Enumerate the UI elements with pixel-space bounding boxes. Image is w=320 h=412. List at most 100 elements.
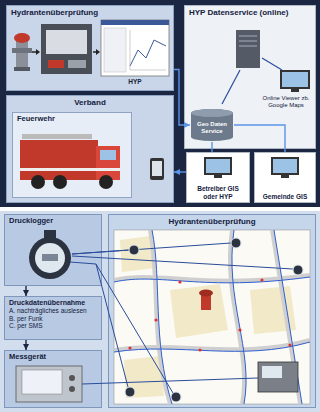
tablet-screen [152,161,162,176]
client-box: Betreiber GIS oder HYP [186,152,250,203]
viewer-stand [291,89,299,92]
connector [211,142,212,152]
flow-arrow [93,51,96,53]
map-device [258,362,298,392]
viewer-label: Online Viewer zb. Google Maps [256,95,316,109]
map-road [272,230,300,404]
computer-stand [214,175,222,178]
map-block [250,286,296,334]
server-slot [239,41,257,42]
truck-cab [96,146,120,180]
dark-panel [0,0,320,207]
window-list [104,28,126,72]
process-box: DruckdatenübernahmeA. nachträgliches aus… [4,296,102,340]
map-block [120,236,156,272]
connector [174,171,186,172]
group-box: Feuerwehr [12,112,132,198]
server-tower [236,30,260,68]
truck-body [20,140,98,180]
connector [234,125,285,152]
database-top [191,109,233,117]
logger-cap [44,230,56,238]
hydrant-body [16,40,28,68]
map-device-screen [262,366,282,378]
hydrant-dot [178,280,181,283]
hydrant-dot [198,348,201,351]
database-body [191,109,233,141]
database-cylinder: Geo Daten Service [190,108,234,142]
section-box: Hydrantenüberprüfung [6,5,174,91]
map-block [170,284,228,338]
water-pipe [274,230,302,404]
computer-screen [273,159,297,173]
connector [174,70,190,126]
device-valve [48,60,64,68]
logger-link [72,250,129,254]
map-road [114,340,310,350]
logger-marker [129,245,139,255]
flow-arrowhead [36,49,40,55]
chart-axis [130,30,131,70]
tablet [150,158,164,180]
process-box: Drucklogger [4,214,102,286]
server-slot [239,46,257,47]
window-chart [130,40,166,66]
water-pipe [232,230,246,404]
map-region: Hydrantenüberprüfung [108,214,316,408]
computer-monitor [271,157,299,175]
box-title: Verband [74,98,106,107]
box-title: Messgerät [9,353,46,362]
computer-stand [281,175,289,178]
map-hydrant [201,294,211,310]
service-box: HYP Datenservice (online) Geo Daten Servi… [184,5,316,149]
box-body: B. per Funk [9,315,43,322]
device-panel [46,30,87,54]
water-pipe [114,277,310,283]
device-link [82,378,258,384]
server-slot [239,36,257,37]
truck-stripe [20,168,120,171]
map-road [230,230,244,404]
network-map [114,230,310,404]
logger-link [96,264,173,393]
server-link [222,70,240,104]
box-title: HYP Datenservice (online) [189,8,288,17]
hydrant-knobs [12,48,32,53]
logger-link [72,256,293,269]
section-box: VerbandFeuerwehr [6,95,174,203]
device-gauge [68,60,86,68]
logger-link [72,243,231,254]
connector [25,340,26,350]
window-titlebar [101,20,169,25]
box-title: Druckdatenübernahme [9,299,85,307]
truck-wheel [31,175,45,189]
truck-window [100,150,116,160]
logger-face [35,243,65,273]
chart-axis [130,70,166,71]
hydrant-dot [260,278,263,281]
box-title: Drucklogger [9,217,53,226]
logger-marker [293,265,303,275]
box-title: Geo Daten Service [193,121,231,135]
map-road [150,230,170,404]
hydrant-base [14,67,30,71]
computer-screen [206,159,230,173]
map-block [124,356,164,398]
logger-marker [231,238,241,248]
process-box: Messgerät [4,350,102,408]
hydrant-dot [128,346,131,349]
server-link [262,58,282,70]
viewer-monitor [280,70,310,89]
truck-ladder [22,134,92,139]
map-road [114,275,310,281]
water-pipe [152,230,172,404]
client-box: Gemeinde GIS [254,152,316,203]
label-box: HYP [118,78,152,85]
screen-label: HYP [118,78,152,85]
test-device [41,24,92,74]
box-title: Betreiber GIS oder HYP [190,185,246,200]
box-title: Hydrantenüberprüfung [11,8,98,17]
computer-monitor [204,157,232,175]
box-body: C. per SMS [9,322,43,329]
